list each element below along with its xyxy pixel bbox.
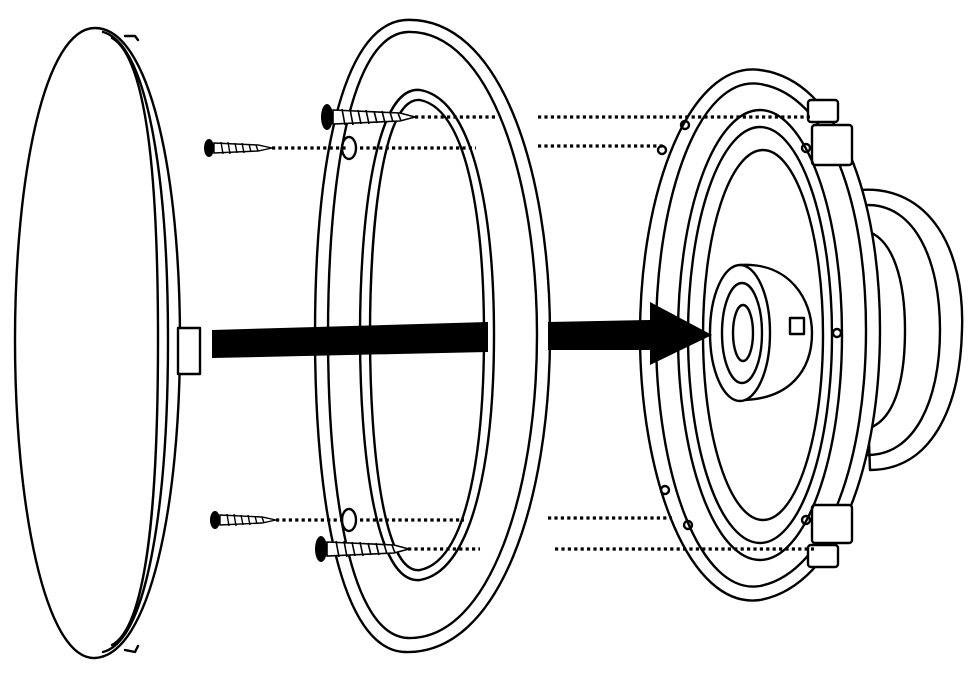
- screw-icon: [315, 536, 413, 562]
- screw-icon: [204, 139, 273, 157]
- coaxial-speaker: [638, 68, 964, 602]
- screw-icon: [210, 511, 277, 529]
- dotted-guide-lines: [272, 115, 814, 551]
- arrow-icon: [212, 302, 712, 365]
- screw-icon: [321, 104, 419, 130]
- grille-cover: [13, 26, 202, 660]
- speaker-magnet: [858, 188, 964, 472]
- speaker-tweeter: [708, 263, 814, 403]
